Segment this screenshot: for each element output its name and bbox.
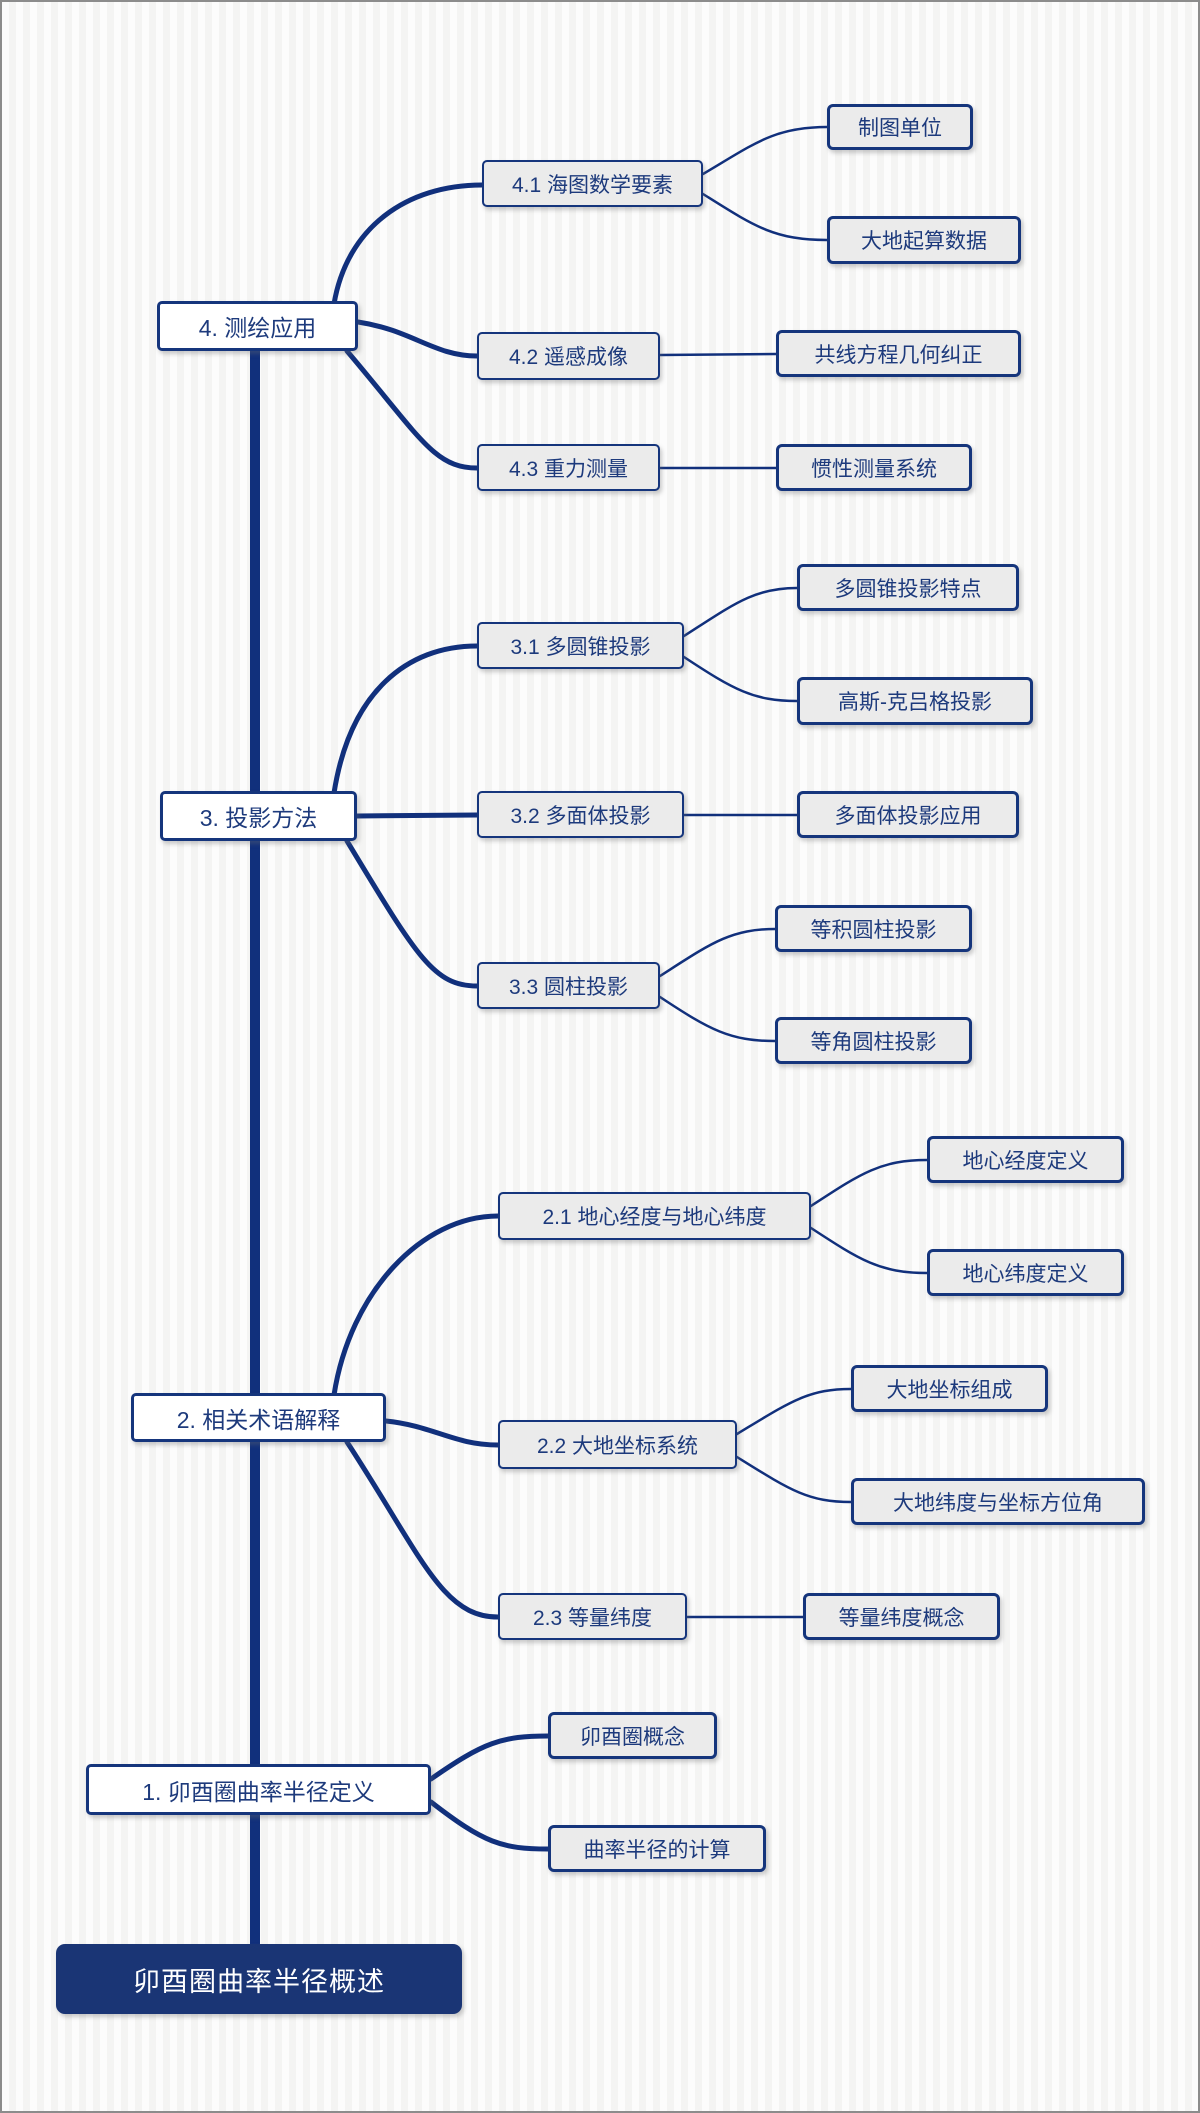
sub-2-1-node[interactable]: 2.1 地心经度与地心纬度 bbox=[498, 1192, 811, 1240]
sub-4-1-node[interactable]: 4.1 海图数学要素 bbox=[482, 160, 703, 207]
edge-s41-c2 bbox=[701, 192, 829, 242]
leaf-3-2-1-node[interactable]: 多面体投影应用 bbox=[797, 791, 1019, 838]
edge-b2-s23 bbox=[344, 1439, 501, 1620]
sub-2-3-node[interactable]: 2.3 等量纬度 bbox=[498, 1593, 687, 1640]
edge-s42-c1 bbox=[658, 352, 778, 357]
edge-s33-c2 bbox=[658, 995, 777, 1043]
sub-3-2-node[interactable]: 3.2 多面体投影 bbox=[477, 791, 684, 838]
leaf-3-1-2-node[interactable]: 高斯-克吕格投影 bbox=[797, 677, 1033, 725]
edge-b3-s32 bbox=[354, 812, 480, 819]
leaf-4-3-1-node[interactable]: 惯性测量系统 bbox=[776, 444, 972, 491]
edge-s21-c1 bbox=[809, 1158, 929, 1208]
branch-3-node[interactable]: 3. 投影方法 bbox=[160, 791, 357, 841]
sub-3-1-node[interactable]: 3.1 多圆锥投影 bbox=[477, 622, 684, 669]
sub-4-3-node[interactable]: 4.3 重力测量 bbox=[477, 444, 660, 491]
edge-s31-c1 bbox=[682, 586, 799, 638]
edge-b2-s21 bbox=[331, 1213, 501, 1398]
edge-b1-c2 bbox=[428, 1799, 551, 1852]
edge-s22-c1 bbox=[735, 1387, 853, 1436]
edge-s41-c1 bbox=[701, 125, 829, 176]
branch-1-node[interactable]: 1. 卯酉圈曲率半径定义 bbox=[86, 1764, 431, 1815]
edge-b3-s33 bbox=[344, 838, 480, 989]
edge-b4-s41 bbox=[331, 182, 485, 307]
leaf-4-1-2-node[interactable]: 大地起算数据 bbox=[827, 216, 1021, 264]
sub-2-2-node[interactable]: 2.2 大地坐标系统 bbox=[498, 1420, 737, 1469]
edge-b4-s42 bbox=[355, 319, 480, 359]
sub-3-3-node[interactable]: 3.3 圆柱投影 bbox=[477, 962, 660, 1009]
branch-2-node[interactable]: 2. 相关术语解释 bbox=[131, 1393, 386, 1442]
edge-s21-c2 bbox=[809, 1226, 929, 1275]
edge-b2-s22 bbox=[383, 1418, 501, 1448]
edge-b3-s31 bbox=[331, 643, 480, 796]
leaf-2-1-1-node[interactable]: 地心经度定义 bbox=[927, 1136, 1124, 1183]
edge-b4-s43 bbox=[344, 348, 480, 471]
leaf-2-3-1-node[interactable]: 等量纬度概念 bbox=[803, 1593, 1000, 1640]
leaf-3-3-1-node[interactable]: 等积圆柱投影 bbox=[775, 905, 972, 952]
leaf-2-1-2-node[interactable]: 地心纬度定义 bbox=[927, 1249, 1124, 1296]
leaf-4-1-1-node[interactable]: 制图单位 bbox=[827, 104, 973, 150]
edge-s31-c2 bbox=[682, 655, 799, 703]
leaf-2-2-1-node[interactable]: 大地坐标组成 bbox=[851, 1365, 1048, 1412]
edge-s33-c1 bbox=[658, 927, 777, 978]
branch-4-node[interactable]: 4. 测绘应用 bbox=[157, 301, 358, 351]
sub-4-2-node[interactable]: 4.2 遥感成像 bbox=[477, 332, 660, 380]
leaf-4-2-1-node[interactable]: 共线方程几何纠正 bbox=[776, 330, 1021, 377]
leaf-3-3-2-node[interactable]: 等角圆柱投影 bbox=[775, 1017, 972, 1064]
leaf-2-2-2-node[interactable]: 大地纬度与坐标方位角 bbox=[851, 1478, 1145, 1525]
root-node[interactable]: 卯酉圈曲率半径概述 bbox=[56, 1944, 462, 2014]
leaf-1-1-node[interactable]: 卯酉圈概念 bbox=[548, 1712, 717, 1759]
edge-b1-c1 bbox=[428, 1733, 551, 1782]
leaf-1-2-node[interactable]: 曲率半径的计算 bbox=[548, 1825, 766, 1872]
leaf-3-1-1-node[interactable]: 多圆锥投影特点 bbox=[797, 564, 1019, 611]
edge-s22-c2 bbox=[735, 1455, 853, 1504]
